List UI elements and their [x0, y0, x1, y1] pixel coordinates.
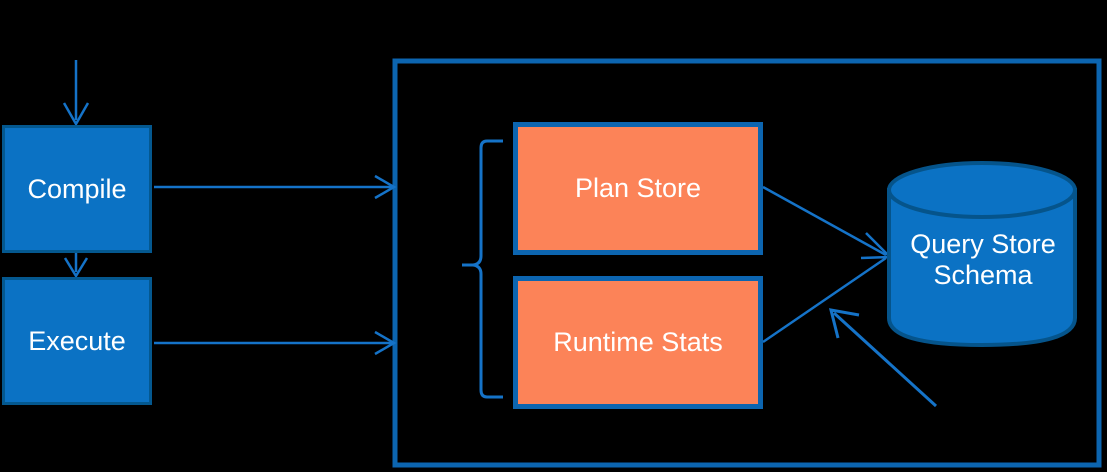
query-store-container: [392, 58, 1102, 468]
node-plan-store-label: Plan Store: [574, 173, 702, 204]
node-execute[interactable]: Execute: [2, 277, 152, 405]
node-query-store-schema-label-line1: Query Store: [910, 228, 1056, 259]
connector-plan-store-to-schema: [762, 185, 893, 260]
connector-compile-to-execute: [63, 253, 89, 279]
connector-execute-to-container: [154, 330, 397, 356]
node-plan-store[interactable]: Plan Store: [513, 122, 763, 255]
connector-runtime-stats-to-schema: [762, 256, 887, 344]
node-query-store-schema[interactable]: Query Store Schema: [889, 215, 1077, 305]
node-compile-label: Compile: [27, 173, 127, 204]
node-runtime-stats[interactable]: Runtime Stats: [513, 276, 763, 409]
connector-compile-to-container: [154, 174, 397, 200]
query-store-schema-cylinder: [887, 161, 1077, 348]
connector-external-to-schema: [828, 308, 938, 408]
node-query-store-schema-label-line2: Schema: [933, 260, 1033, 290]
node-execute-label: Execute: [28, 325, 126, 356]
node-compile[interactable]: Compile: [2, 125, 152, 253]
store-group-brace: [462, 139, 503, 399]
connector-input-to-compile: [62, 60, 90, 127]
node-runtime-stats-label: Runtime Stats: [553, 327, 723, 358]
